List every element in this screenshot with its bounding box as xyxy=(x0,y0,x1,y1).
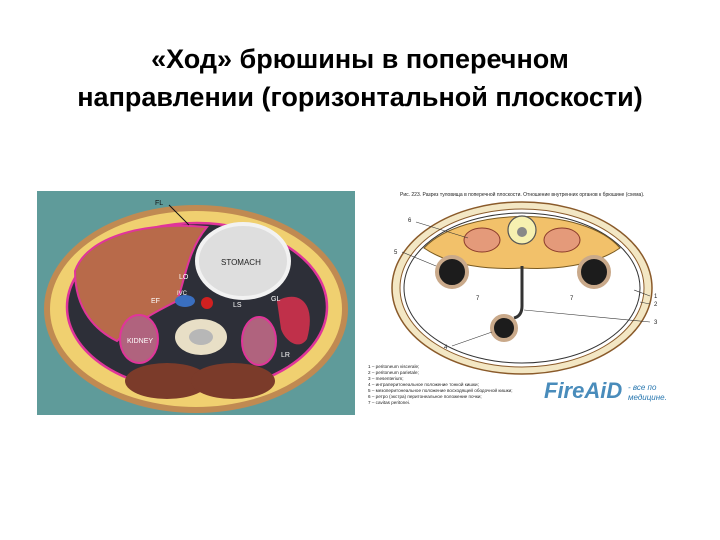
kidney-right xyxy=(241,316,277,366)
legend-item: 2 – peritoneum parietale; xyxy=(368,370,419,375)
abdominal-cross-section-illustration: FL STOMACH LO EF IVC LS GL KIDNEY LR xyxy=(37,191,355,415)
fireaid-watermark: FireAiD - все по медицине. xyxy=(544,378,667,403)
label-stomach: STOMACH xyxy=(221,258,261,267)
legend-item: 5 – мезоперитонеальное положение восходя… xyxy=(368,387,512,393)
pointer-4 xyxy=(451,331,493,347)
back-muscle-right xyxy=(191,363,275,399)
number-7-left: 7 xyxy=(476,296,480,302)
spleen xyxy=(277,296,310,345)
number-5: 5 xyxy=(394,250,398,256)
label-kidney: KIDNEY xyxy=(127,338,153,345)
watermark-tagline-1: - все по xyxy=(628,383,657,392)
peritoneal-cavity-border xyxy=(403,212,641,364)
pointer-5 xyxy=(401,251,437,267)
legend-item: 1 – peritoneum viscerale; xyxy=(368,364,419,369)
spinal-canal xyxy=(189,329,213,345)
number-1: 1 xyxy=(654,294,658,300)
pointer-6 xyxy=(415,221,469,239)
pointer-1 xyxy=(633,289,651,297)
mesentery xyxy=(513,266,524,320)
label-ls: LS xyxy=(233,302,242,309)
label-ivc: IVC xyxy=(177,291,188,297)
watermark-tagline-2: медицине. xyxy=(628,393,667,402)
peritoneum-schematic-diagram: Рис. 223. Разрез туловища в поперечной п… xyxy=(364,186,686,416)
slide-title-line-1: «Ход» брюшины в поперечном xyxy=(151,44,569,75)
aorta-vessel xyxy=(201,297,213,309)
number-7-right: 7 xyxy=(570,296,574,302)
number-6: 6 xyxy=(408,218,412,224)
number-3: 3 xyxy=(654,320,658,326)
ascending-colon xyxy=(435,255,469,289)
spinal-canal-schematic xyxy=(517,227,527,237)
legend-item: 3 – mesenterium; xyxy=(368,376,404,381)
slide-title-line-2: направлении (горизонтальной плоскости) xyxy=(77,82,643,113)
legend-item: 4 – интраперитонеальное положение тонкой… xyxy=(368,381,479,387)
kidney-left xyxy=(119,314,159,364)
stomach xyxy=(195,222,291,300)
liver xyxy=(73,224,209,343)
kidney-right-schematic xyxy=(543,227,581,253)
back-muscle-left xyxy=(125,363,209,399)
label-gl: GL xyxy=(271,296,280,303)
figure-caption: Рис. 223. Разрез туловища в поперечной п… xyxy=(400,191,644,198)
small-intestine xyxy=(490,314,518,342)
watermark-brand: FireAiD xyxy=(544,378,622,403)
kidney-left-schematic xyxy=(463,227,501,253)
label-ef: EF xyxy=(151,298,160,305)
number-4: 4 xyxy=(444,345,448,351)
legend-item: 7 – cavitas peritonei. xyxy=(368,400,410,405)
number-2: 2 xyxy=(654,302,658,308)
label-lr: LR xyxy=(281,352,290,359)
slide-title: «Ход» брюшины в поперечном направлении (… xyxy=(20,40,700,116)
label-lo: LO xyxy=(179,274,189,281)
pointer-2 xyxy=(639,301,651,305)
label-fl: FL xyxy=(155,200,163,207)
legend-item: 6 – ретро (экстра) перитонеальное положе… xyxy=(368,394,482,399)
ivc-vessel xyxy=(175,295,195,307)
fl-pointer-line xyxy=(168,204,190,226)
descending-colon xyxy=(577,255,611,289)
pointer-3 xyxy=(523,309,651,323)
legend: 1 – peritoneum viscerale; 2 – peritoneum… xyxy=(368,364,512,405)
